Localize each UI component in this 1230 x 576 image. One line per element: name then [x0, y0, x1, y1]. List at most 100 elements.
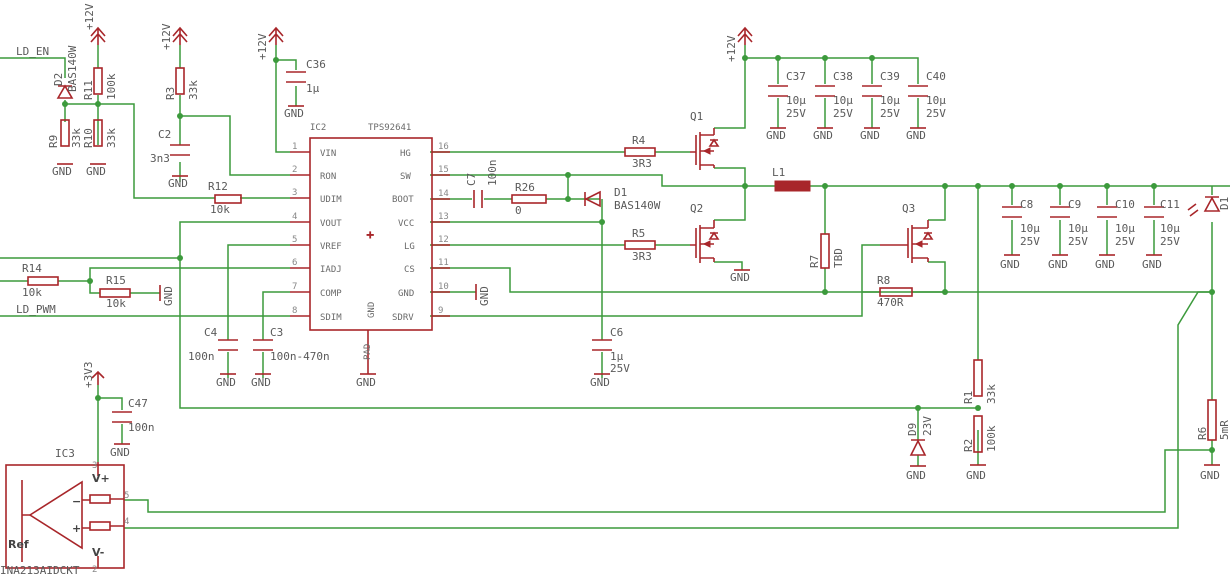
svg-text:25V: 25V [786, 107, 806, 120]
svg-text:R10: R10 [82, 128, 95, 148]
svg-text:14: 14 [438, 189, 449, 199]
svg-text:−: − [72, 495, 81, 508]
svg-text:25V: 25V [1068, 235, 1088, 248]
svg-text:C2: C2 [158, 128, 171, 141]
svg-text:+12V: +12V [160, 23, 173, 50]
svg-text:GND: GND [590, 376, 610, 389]
svg-text:25V: 25V [880, 107, 900, 120]
svg-text:C39: C39 [880, 70, 900, 83]
ic2-origin-cross: + [366, 230, 374, 241]
svg-text:0: 0 [515, 204, 522, 217]
svg-text:R7: R7 [808, 255, 821, 268]
resistor-r26: R26 0 [511, 181, 547, 217]
resistor-r9: R9 33k [47, 119, 83, 148]
svg-text:+: + [72, 522, 81, 535]
resistor-r10: R10 33k [82, 119, 118, 148]
svg-text:SDIM: SDIM [320, 313, 342, 323]
svg-text:VCC: VCC [398, 219, 414, 229]
svg-text:470R: 470R [877, 296, 904, 309]
svg-text:GND: GND [966, 469, 986, 482]
svg-text:C11: C11 [1160, 198, 1180, 211]
svg-text:IC3: IC3 [55, 447, 75, 460]
svg-text:GND: GND [906, 469, 926, 482]
capacitor-c3: C3 100n-470n [253, 326, 330, 363]
mosfet-q2: Q2 [690, 202, 720, 263]
svg-text:R12: R12 [208, 180, 228, 193]
svg-text:LG: LG [404, 242, 415, 252]
diode-d2: D2 BAS140W [52, 45, 79, 99]
svg-text:10µ: 10µ [833, 94, 853, 107]
svg-text:R6: R6 [1196, 427, 1209, 440]
capacitor-c9: C9 10µ 25V [1050, 198, 1088, 248]
svg-text:15: 15 [438, 165, 449, 175]
net-label-ld-en: LD_EN [16, 45, 49, 58]
svg-text:INA213AIDCKT: INA213AIDCKT [0, 564, 80, 576]
svg-text:25V: 25V [833, 107, 853, 120]
svg-text:C9: C9 [1068, 198, 1081, 211]
svg-text:TPS92641: TPS92641 [368, 123, 411, 133]
svg-text:D1: D1 [614, 186, 627, 199]
svg-text:GND: GND [1095, 258, 1115, 271]
svg-text:R1: R1 [962, 391, 975, 404]
svg-text:GND: GND [284, 107, 304, 120]
svg-text:GND: GND [110, 446, 130, 459]
diode-d1-boot: D1 BAS140W [584, 186, 661, 212]
resistor-r3: R3 33k [164, 67, 200, 100]
resistor-r15: R15 10k [99, 274, 131, 310]
capacitor-c2: C2 3n3 [150, 128, 190, 165]
svg-text:3: 3 [292, 188, 297, 198]
svg-text:PAD: PAD [363, 344, 373, 360]
svg-text:BAS140W: BAS140W [614, 199, 661, 212]
svg-text:10µ: 10µ [926, 94, 946, 107]
svg-text:C10: C10 [1115, 198, 1135, 211]
svg-text:Ref: Ref [8, 538, 29, 551]
svg-text:GND: GND [251, 376, 271, 389]
svg-text:C37: C37 [786, 70, 806, 83]
ic2-bottom-pins: GND PAD [363, 302, 377, 374]
svg-text:D2: D2 [52, 73, 65, 86]
capacitor-c47: C47 100n [112, 397, 155, 434]
svg-text:33k: 33k [985, 384, 998, 404]
supply-12v-r3: +12V [160, 23, 188, 50]
wires [0, 45, 1230, 529]
svg-text:GND: GND [52, 165, 72, 178]
junctions [62, 55, 1215, 453]
svg-text:25V: 25V [926, 107, 946, 120]
svg-text:10µ: 10µ [1160, 222, 1180, 235]
svg-text:SW: SW [400, 172, 411, 182]
svg-text:5: 5 [292, 235, 297, 245]
svg-text:HG: HG [400, 149, 411, 159]
svg-text:IC2: IC2 [310, 123, 326, 133]
net-label-ld-pwm: LD_PWM [16, 303, 56, 316]
svg-text:Q3: Q3 [902, 202, 915, 215]
svg-text:100n: 100n [188, 350, 215, 363]
svg-text:GND: GND [367, 302, 377, 318]
svg-text:GND: GND [906, 129, 926, 142]
svg-text:C40: C40 [926, 70, 946, 83]
svg-text:25V: 25V [1020, 235, 1040, 248]
supply-3v3-ic3: +3V3 [82, 362, 105, 388]
svg-text:R2: R2 [962, 439, 975, 452]
ic2-left-pins: 1 2 3 4 5 6 7 8 VIN RON UDIM VOUT VREF I… [290, 142, 342, 323]
svg-text:1µ: 1µ [610, 350, 624, 363]
svg-text:10k: 10k [106, 297, 126, 310]
svg-text:100n: 100n [486, 160, 499, 187]
svg-text:9: 9 [438, 306, 443, 316]
capacitor-c37: C37 10µ 25V [768, 70, 806, 120]
svg-text:C6: C6 [610, 326, 623, 339]
supply-12v-q1: +12V [725, 26, 753, 62]
svg-text:10µ: 10µ [1115, 222, 1135, 235]
svg-text:GND: GND [730, 271, 750, 284]
resistor-r12: R12 10k [208, 180, 242, 216]
svg-text:COMP: COMP [320, 289, 342, 299]
svg-text:R9: R9 [47, 135, 60, 148]
svg-text:100k: 100k [105, 73, 118, 100]
svg-text:10µ: 10µ [786, 94, 806, 107]
ic2-right-pins: 16 15 14 13 12 11 10 9 HG SW BOOT VCC LG… [392, 142, 450, 323]
gnd-symbols: GND GND GND GND GND GND GND GND GND GND … [52, 105, 1220, 482]
svg-text:10k: 10k [210, 203, 230, 216]
svg-text:C38: C38 [833, 70, 853, 83]
inductor-l1: L1 [772, 166, 811, 192]
svg-text:GND: GND [1200, 469, 1220, 482]
svg-text:L1: L1 [772, 166, 785, 179]
